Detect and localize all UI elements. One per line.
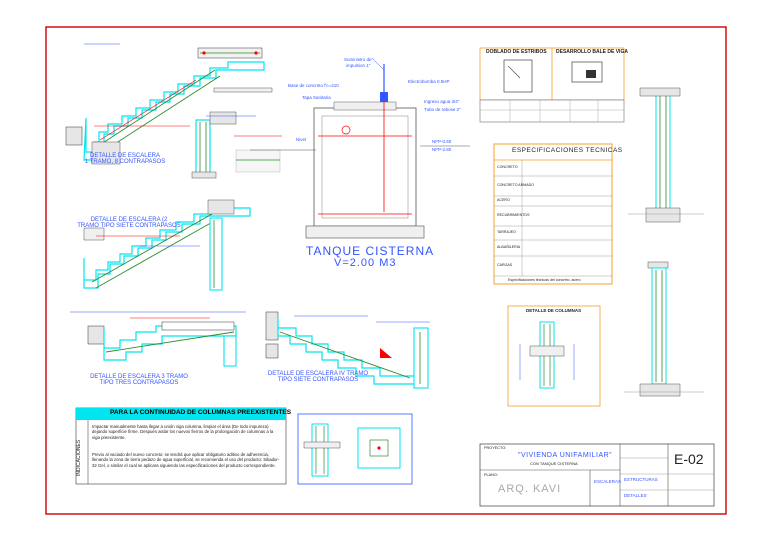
column-details-title: DETALLE DE COLUMNAS xyxy=(526,308,582,313)
stair-4-title: DETALLE DE ESCALERA IV TRAMO xyxy=(267,371,369,377)
stair-detail-3 xyxy=(70,311,246,367)
specs-table xyxy=(493,143,613,285)
specs-row-2: ACERO xyxy=(497,198,510,202)
continuity-title: PARA LA CONTINUIDAD DE COLUMNAS PREEXIST… xyxy=(110,409,292,416)
specs-row-5: ALBAÑILERIA xyxy=(497,245,521,249)
tank-volume: V=2.00 M3 xyxy=(334,257,397,269)
title-block-frame xyxy=(479,443,715,507)
stair-1-caption: DETALLE DE ESCALERA 1 TRAMO, 8 CONTRAPAS… xyxy=(70,153,180,166)
tb-row-c: DETALLES xyxy=(624,493,647,498)
stair-4-caption: DETALLE DE ESCALERA IV TRAMO TIPO SIETE … xyxy=(262,371,374,384)
tb-sheet-number: E-02 xyxy=(674,451,704,467)
continuity-box xyxy=(75,407,287,485)
tank-label-supply-2: impulsion 1" xyxy=(346,63,371,68)
stair-4-subtitle: TIPO SIETE CONTRAPASOS xyxy=(277,377,359,384)
stair-3-subtitle: TIPO TRES CONTRAPASOS xyxy=(99,380,179,387)
sheet-border xyxy=(45,26,727,515)
specs-row-4: TARRAJEO xyxy=(497,230,516,234)
tank-label-base: Base de concreto f'c=210 xyxy=(288,83,339,88)
stair-2-subtitle: TRAMO TIPO SIETE CONTRAPASOS xyxy=(77,223,181,230)
specs-footer: Especificaciones técnicas del concreto, … xyxy=(508,278,581,282)
tank-label-nfp1: NFP-0.50 xyxy=(432,139,452,144)
stair-detail-2 xyxy=(83,199,251,291)
tb-subtitle: CON TANQUE CISTERNA xyxy=(530,461,578,466)
tank-label-level: Nivel xyxy=(296,137,307,142)
estribos-title: DOBLADO DE ESTRIBOS xyxy=(486,49,547,55)
tb-row-b: ESTRUCTURAS xyxy=(624,477,658,482)
specs-row-0: CONCRETO xyxy=(497,165,518,169)
column-elevation xyxy=(624,87,704,397)
continuity-paragraph-1: Impactar manualmente hasta llegar a unió… xyxy=(92,424,274,440)
tb-logo: ARQ. KAVI xyxy=(498,483,562,495)
column-details xyxy=(507,305,601,407)
tank-label-inlet: Ingreso agua 3/4" xyxy=(424,99,460,104)
connection-detail xyxy=(297,413,413,485)
stair-1-title: DETALLE DE ESCALERA xyxy=(90,153,160,159)
tank-section xyxy=(250,57,470,239)
tank-label-pump: Electrobomba 0.5HP xyxy=(408,79,450,84)
stair-detail-1 xyxy=(65,43,282,179)
continuity-side-label: INDICACIONES xyxy=(76,439,82,476)
stair-1-subtitle: 1 TRAMO, 8 CONTRAPASOS xyxy=(84,159,166,166)
tank-label-overflow: Tubo de rebose 2" xyxy=(424,107,461,112)
stair-2-title: DETALLE DE ESCALERA (2 xyxy=(90,217,168,223)
specs-title: ESPECIFICACIONES TECNICAS xyxy=(512,147,623,154)
continuity-paragraph-2: Previo al vaciado del nuevo concreto: se… xyxy=(92,452,280,468)
stair-3-caption: DETALLE DE ESCALERA 3 TRAMO TIPO TRES CO… xyxy=(84,374,194,387)
tank-title: TANQUE CISTERNA xyxy=(306,244,435,258)
desarrollo-title: DESARROLLO BALE DE VIGA xyxy=(556,49,628,55)
specs-row-6: CARGAS xyxy=(497,263,513,267)
tank-label-lid: Tapa Sanitaria xyxy=(302,95,331,100)
stair-2-caption: DETALLE DE ESCALERA (2 TRAMO TIPO SIETE … xyxy=(74,217,184,230)
tank-label-supply: Suministro de xyxy=(344,57,372,62)
specs-row-3: RECUBRIMIENTOS xyxy=(497,213,530,217)
specs-row-1: CONCRETO ARMADO xyxy=(497,183,535,187)
tb-project-name: "VIVIENDA UNIFAMILIAR" xyxy=(518,452,613,459)
tb-row-a: ESCALERAS xyxy=(594,479,622,484)
stair-3-title: DETALLE DE ESCALERA 3 TRAMO xyxy=(90,374,188,380)
tank-label-nfp2: NFP-2.80 xyxy=(432,147,452,152)
tb-label-plano: PLANO: xyxy=(484,473,498,477)
tb-label-project: PROYECTO: xyxy=(484,446,507,450)
stair-detail-4 xyxy=(265,311,430,389)
estribos-panels xyxy=(479,47,625,123)
